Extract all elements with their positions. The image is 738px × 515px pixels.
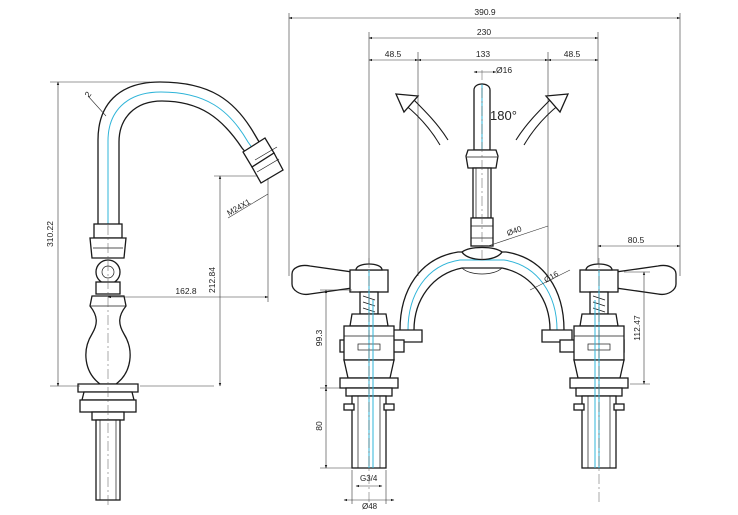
dim-spout-dia: Ø16 bbox=[496, 65, 512, 75]
dim-base-dia: Ø48 bbox=[362, 502, 378, 511]
dim-overall-width: 390.9 bbox=[474, 7, 496, 17]
bridge-arch bbox=[399, 251, 565, 331]
dim-bridge-dia: Ø40 bbox=[506, 224, 524, 238]
front-view: 390.9 230 48.5 133 48.5 Ø16 180° bbox=[288, 7, 681, 511]
dim-head-height: 112.47 bbox=[632, 315, 642, 341]
side-view: 310.22 2 212.84 162.8 M24X1 bbox=[45, 81, 284, 505]
dim-bend-label: 2 bbox=[82, 89, 93, 99]
right-lever-handle bbox=[615, 264, 677, 296]
dim-left-offset: 48.5 bbox=[385, 49, 402, 59]
rotation-arrow-right bbox=[523, 103, 561, 146]
dim-total-height: 310.22 bbox=[45, 221, 55, 247]
dim-body-height: 99.3 bbox=[314, 329, 324, 346]
dim-shank-length: 80 bbox=[314, 421, 324, 431]
side-spout-outer bbox=[97, 81, 266, 232]
dim-centre-span: 133 bbox=[476, 49, 490, 59]
left-valve bbox=[291, 263, 399, 469]
rotation-label: 180° bbox=[490, 108, 517, 123]
aerator bbox=[242, 137, 284, 184]
dim-spout-height: 212.84 bbox=[207, 267, 217, 293]
right-valve bbox=[569, 263, 677, 469]
dim-aerator-thread: M24X1 bbox=[226, 197, 253, 218]
side-spout-inner bbox=[118, 100, 253, 232]
dim-right-offset: 48.5 bbox=[564, 49, 581, 59]
rotation-arrow-left bbox=[403, 103, 441, 146]
dim-tap-centres: 230 bbox=[477, 27, 491, 37]
dim-spout-reach: 162.8 bbox=[175, 286, 197, 296]
dim-handle-reach: 80.5 bbox=[628, 235, 645, 245]
